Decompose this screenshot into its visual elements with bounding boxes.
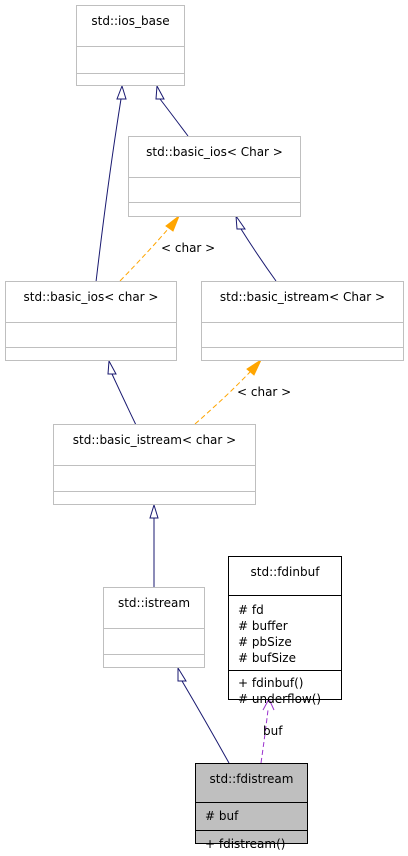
inheritance-arrowhead <box>177 666 187 682</box>
methods-section <box>77 73 184 98</box>
template-label: < char > <box>161 241 216 255</box>
methods-section: + fdinbuf() # underflow() <box>229 670 341 711</box>
attributes-section <box>54 465 255 491</box>
class-title: std::basic_istream< char > <box>72 433 237 447</box>
inheritance-arrowhead <box>155 84 165 100</box>
class-title: std::fdistream <box>209 772 294 786</box>
method-underflow: # underflow() <box>238 692 322 706</box>
attributes-section <box>6 322 176 347</box>
class-title: std::basic_istream< Char > <box>219 290 386 304</box>
method-fdinbuf: + fdinbuf() <box>238 676 304 690</box>
template-arrowhead <box>246 358 263 376</box>
attributes-section <box>77 46 184 73</box>
attributes-section <box>202 322 403 347</box>
inheritance-arrowhead <box>235 214 246 230</box>
class-title: std::fdinbuf <box>250 565 320 579</box>
attributes-section: # buf <box>196 802 307 830</box>
class-ios-base[interactable]: std::ios_base <box>76 5 185 86</box>
class-basic-ios-Char[interactable]: std::basic_ios< Char > <box>128 136 301 217</box>
inheritance-arrowhead <box>149 503 159 519</box>
attributes-section: # fd # buffer # pbSize # bufSize <box>229 595 341 670</box>
methods-section <box>6 347 176 373</box>
edge-ios-base-to-basic-ios-char <box>95 98 122 283</box>
member-label: buf <box>263 724 283 738</box>
edge-template-basic-istream-char <box>194 371 251 425</box>
methods-section: + fdistream() <box>196 830 307 856</box>
edge-ios-base-to-basic-ios-Char <box>159 98 189 137</box>
template-label: < char > <box>237 385 292 399</box>
attribute-bufsize: # bufSize <box>238 651 296 665</box>
edge-istream-to-fdistream <box>181 680 230 764</box>
edge-usage-buf <box>260 709 269 764</box>
attributes-section <box>129 177 300 202</box>
class-fdinbuf[interactable]: std::fdinbuf # fd # buffer # pbSize # bu… <box>228 556 342 706</box>
class-title: std::istream <box>117 596 191 610</box>
edge-basic-ios-Char-to-basic-istream-Char <box>240 228 277 282</box>
class-title: std::ios_base <box>91 14 170 28</box>
class-istream[interactable]: std::istream <box>103 587 205 668</box>
inheritance-arrowhead <box>107 359 117 375</box>
edge-template-basic-ios-char <box>119 228 169 282</box>
methods-section <box>202 347 403 373</box>
method-fdistream: + fdistream() <box>205 837 286 851</box>
class-basic-istream-char[interactable]: std::basic_istream< char > <box>53 424 256 505</box>
class-title: std::basic_ios< char > <box>23 290 159 304</box>
methods-section <box>104 654 204 680</box>
attribute-pbsize: # pbSize <box>238 635 292 649</box>
attribute-buf: # buf <box>205 809 239 823</box>
inheritance-arrowhead <box>116 84 127 100</box>
class-basic-ios-char[interactable]: std::basic_ios< char > <box>5 281 177 361</box>
class-fdistream[interactable]: std::fdistream # buf + fdistream() <box>195 763 308 851</box>
attributes-section <box>104 628 204 654</box>
template-arrowhead <box>165 214 181 232</box>
edge-basic-ios-char-to-basic-istream-char <box>111 373 137 426</box>
methods-section <box>129 202 300 229</box>
attribute-fd: # fd <box>238 603 264 617</box>
methods-section <box>54 491 255 517</box>
attribute-buffer: # buffer <box>238 619 288 633</box>
class-title: std::basic_ios< Char > <box>146 145 283 159</box>
class-basic-istream-Char[interactable]: std::basic_istream< Char > <box>201 281 404 361</box>
